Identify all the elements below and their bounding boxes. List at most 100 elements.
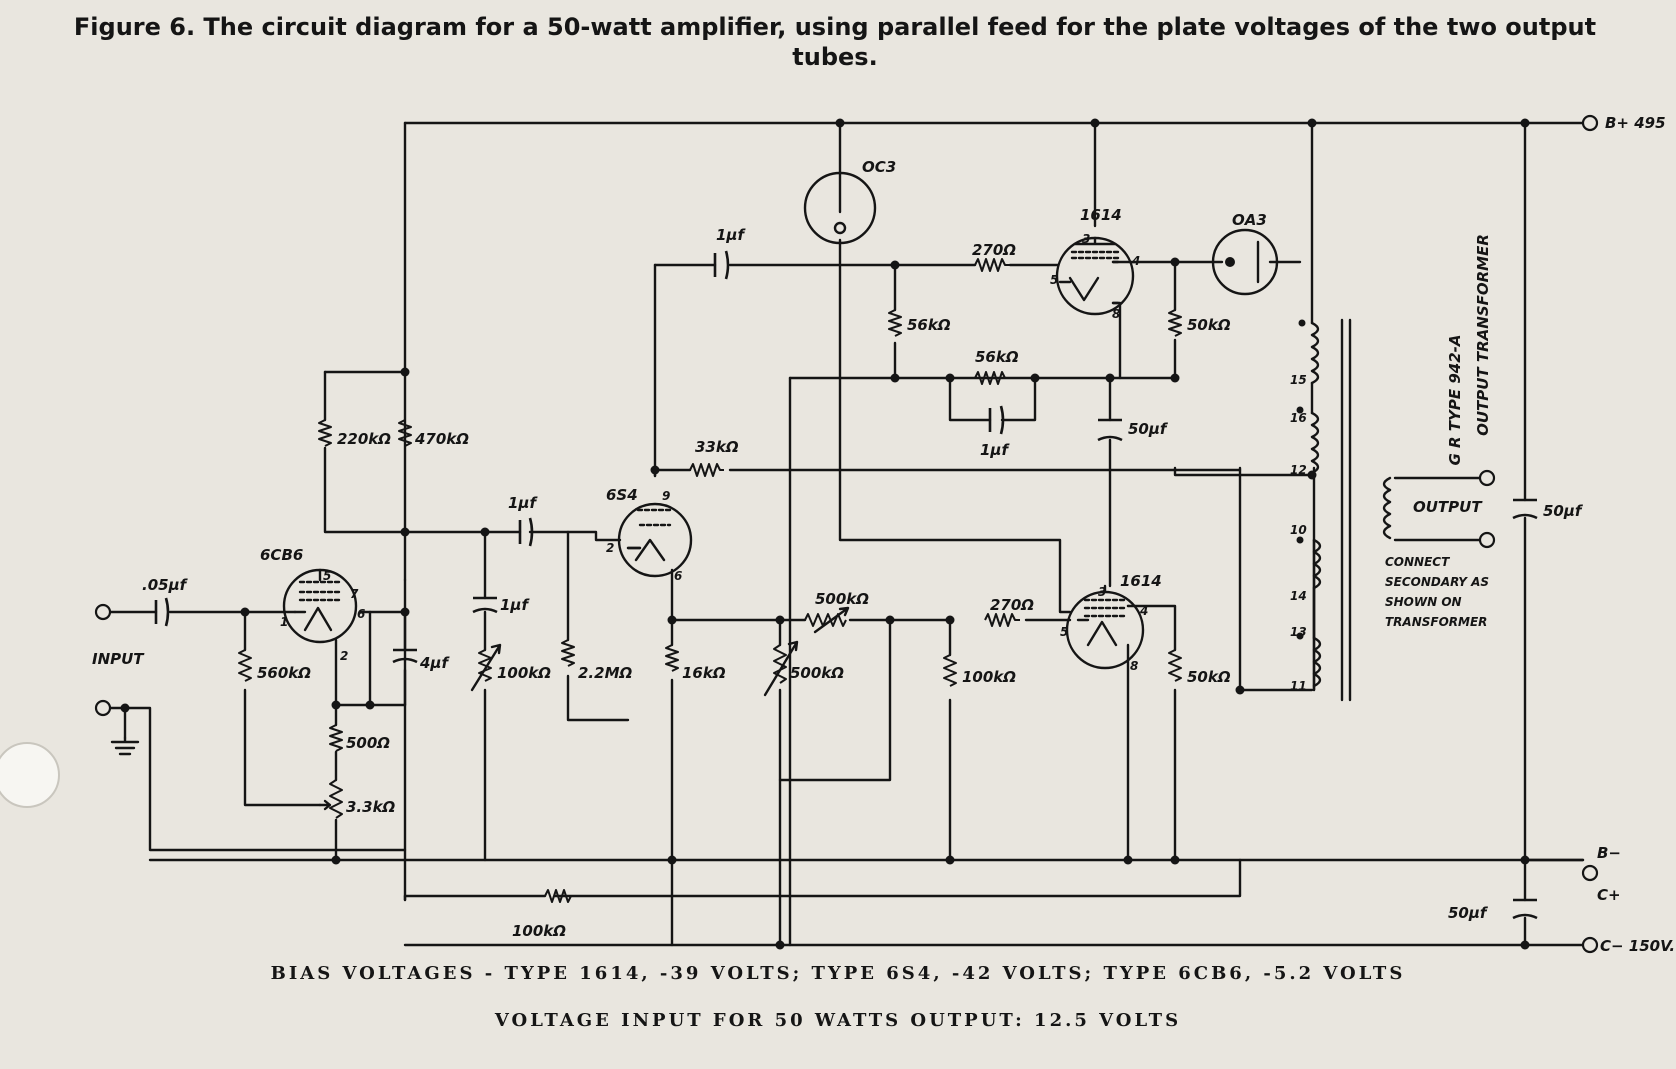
svg-text:TRANSFORMER: TRANSFORMER [1385,615,1487,629]
svg-text:220kΩ: 220kΩ [337,430,391,448]
svg-text:1µf: 1µf [508,494,538,512]
ground-icon [110,736,140,756]
svg-text:50kΩ: 50kΩ [1187,668,1231,686]
svg-text:50kΩ: 50kΩ [1187,316,1231,334]
wiring [107,121,1585,947]
resistor-220k [318,419,332,447]
terminals [94,114,1599,954]
svg-text:4: 4 [1139,604,1148,618]
capacitors [154,250,1538,920]
svg-text:2: 2 [606,541,614,555]
capacitor-1uf-top [713,250,730,280]
figure-caption: Figure 6. The circuit diagram for a 50-w… [73,13,1597,71]
svg-text:50µf: 50µf [1128,420,1169,438]
svg-text:1: 1 [280,615,288,629]
svg-text:CONNECT: CONNECT [1385,555,1450,569]
tube-1614-top [1055,236,1135,316]
svg-text:56kΩ: 56kΩ [907,316,951,334]
resistor-470k [398,419,412,447]
voltage-input-note: VOLTAGE INPUT FOR 50 WATTS OUTPUT: 12.5 … [494,1010,1182,1031]
svg-text:16kΩ: 16kΩ [682,664,726,682]
pin-labels: 3 4 5 8 9 2 6 5 7 6 1 2 3 4 5 8 15 16 12… [280,232,1307,693]
svg-text:500kΩ: 500kΩ [815,590,869,608]
capacitor-4uf [392,648,418,664]
capacitor-50uf-right [1512,498,1538,520]
svg-text:6: 6 [357,607,365,621]
potentiometer-500k-horizontal [804,613,847,627]
capacitor-1uf-mid [988,405,1005,435]
svg-text:SECONDARY AS: SECONDARY AS [1385,575,1489,589]
resistor-2m2 [561,639,575,667]
svg-text:G R TYPE 942-A: G R TYPE 942-A [1446,334,1464,465]
resistor-56k-horizontal [974,371,1010,385]
svg-text:1µf: 1µf [980,441,1010,459]
bplus-terminal [1581,114,1599,132]
capacitor-1uf-coupling [518,517,534,547]
svg-text:15: 15 [1290,373,1307,387]
svg-text:8: 8 [1112,307,1120,321]
svg-text:C− 150V.: C− 150V. [1600,937,1675,955]
resistor-16k [665,644,679,672]
tube-oc3 [803,171,877,245]
svg-text:33kΩ: 33kΩ [695,438,739,456]
svg-text:12: 12 [1290,463,1307,477]
svg-text:3: 3 [1082,232,1090,246]
tube-1614-bottom [1065,584,1145,670]
svg-text:560kΩ: 560kΩ [257,664,311,682]
input-terminal [94,603,112,621]
svg-text:4µf: 4µf [419,654,450,672]
resistor-560k [238,649,252,682]
svg-text:50µf: 50µf [1448,904,1489,922]
resistor-56k-vertical [888,309,902,337]
svg-text:4: 4 [1131,254,1140,268]
svg-text:3: 3 [1098,585,1106,599]
bias-voltages-note: BIAS VOLTAGES - TYPE 1614, -39 VOLTS; TY… [270,963,1406,984]
resistor-270-bottom [984,613,1020,627]
label-oa3: OA3 [1232,211,1267,229]
resistor-33k [689,463,724,477]
output-transformer [1296,318,1392,702]
resistor-100k-mid [943,654,957,687]
svg-text:C+: C+ [1597,886,1621,904]
tube-oa3 [1211,228,1279,296]
svg-text:13: 13 [1290,625,1307,639]
svg-text:14: 14 [1290,589,1307,603]
svg-text:11: 11 [1290,679,1307,693]
svg-text:56kΩ: 56kΩ [975,348,1019,366]
resistor-50k-bottom [1168,649,1182,682]
svg-text:500Ω: 500Ω [346,734,390,752]
misc-labels: INPUT OUTPUT CONNECT SECONDARY AS SHOWN … [92,114,1675,955]
svg-text:9: 9 [662,489,670,503]
potentiometer-500k-vertical [773,644,787,684]
svg-text:2: 2 [340,649,348,663]
svg-text:B−: B− [1597,844,1621,862]
resistor-500 [329,724,343,752]
label-oc3: OC3 [862,158,896,176]
capacitor-50uf-mid [1097,418,1123,442]
tube-labels: OC3 1614 OA3 6S4 6CB6 1614 [260,158,1267,590]
svg-text:2.2MΩ: 2.2MΩ [578,664,632,682]
svg-text:3.3kΩ: 3.3kΩ [346,798,396,816]
svg-text:100kΩ: 100kΩ [512,922,566,940]
label-1614-bottom: 1614 [1120,572,1162,590]
svg-text:B+ 495: B+ 495 [1605,114,1666,132]
potentiometer-100k [478,649,492,682]
label-1614-top: 1614 [1080,206,1122,224]
svg-text:100kΩ: 100kΩ [962,668,1016,686]
component-labels: .05µf 560kΩ 220kΩ 470kΩ 4µf 500Ω 3.3kΩ 1… [142,226,1584,940]
svg-text:270Ω: 270Ω [972,241,1016,259]
label-6s4: 6S4 [606,486,638,504]
svg-text:1µf: 1µf [716,226,746,244]
svg-text:1µf: 1µf [500,596,530,614]
punch-hole [0,742,60,808]
svg-text:.05µf: .05µf [142,576,189,594]
label-6cb6: 6CB6 [260,546,303,564]
svg-text:7: 7 [350,587,359,601]
svg-text:6: 6 [674,569,682,583]
svg-text:5: 5 [1060,625,1068,639]
cplus-terminal [1581,864,1599,882]
svg-text:10: 10 [1290,523,1307,537]
svg-text:INPUT: INPUT [92,650,145,668]
svg-text:16: 16 [1290,411,1307,425]
svg-text:270Ω: 270Ω [990,596,1034,614]
